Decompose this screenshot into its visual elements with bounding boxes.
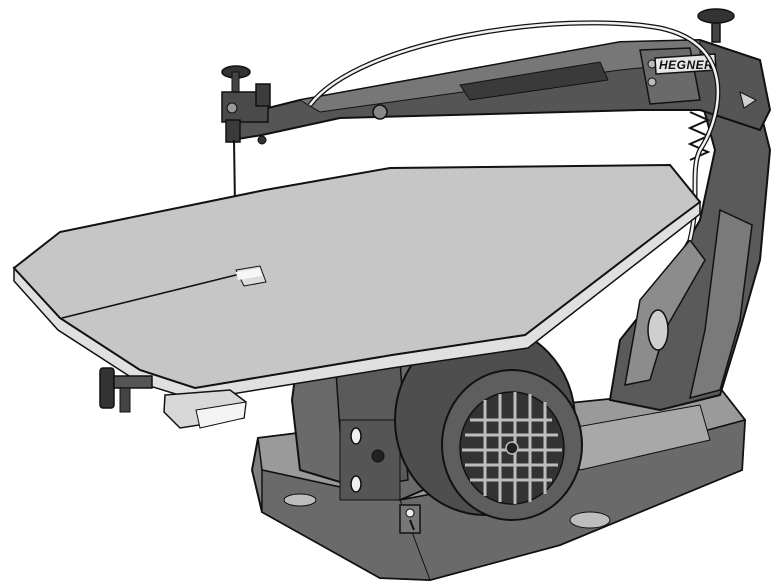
brand-logo: HEGNER bbox=[659, 58, 713, 72]
brand-plate: HEGNER bbox=[654, 53, 717, 75]
table-lock-knob bbox=[99, 367, 153, 413]
electric-motor bbox=[394, 324, 583, 521]
power-switch bbox=[399, 504, 421, 534]
rear-column bbox=[608, 93, 771, 412]
upper-arm bbox=[226, 38, 771, 142]
table-bracket bbox=[163, 389, 247, 429]
blade-clamp-head bbox=[221, 65, 271, 145]
base-feet bbox=[283, 493, 611, 529]
tension-knob bbox=[697, 8, 735, 43]
work-table bbox=[12, 163, 702, 401]
